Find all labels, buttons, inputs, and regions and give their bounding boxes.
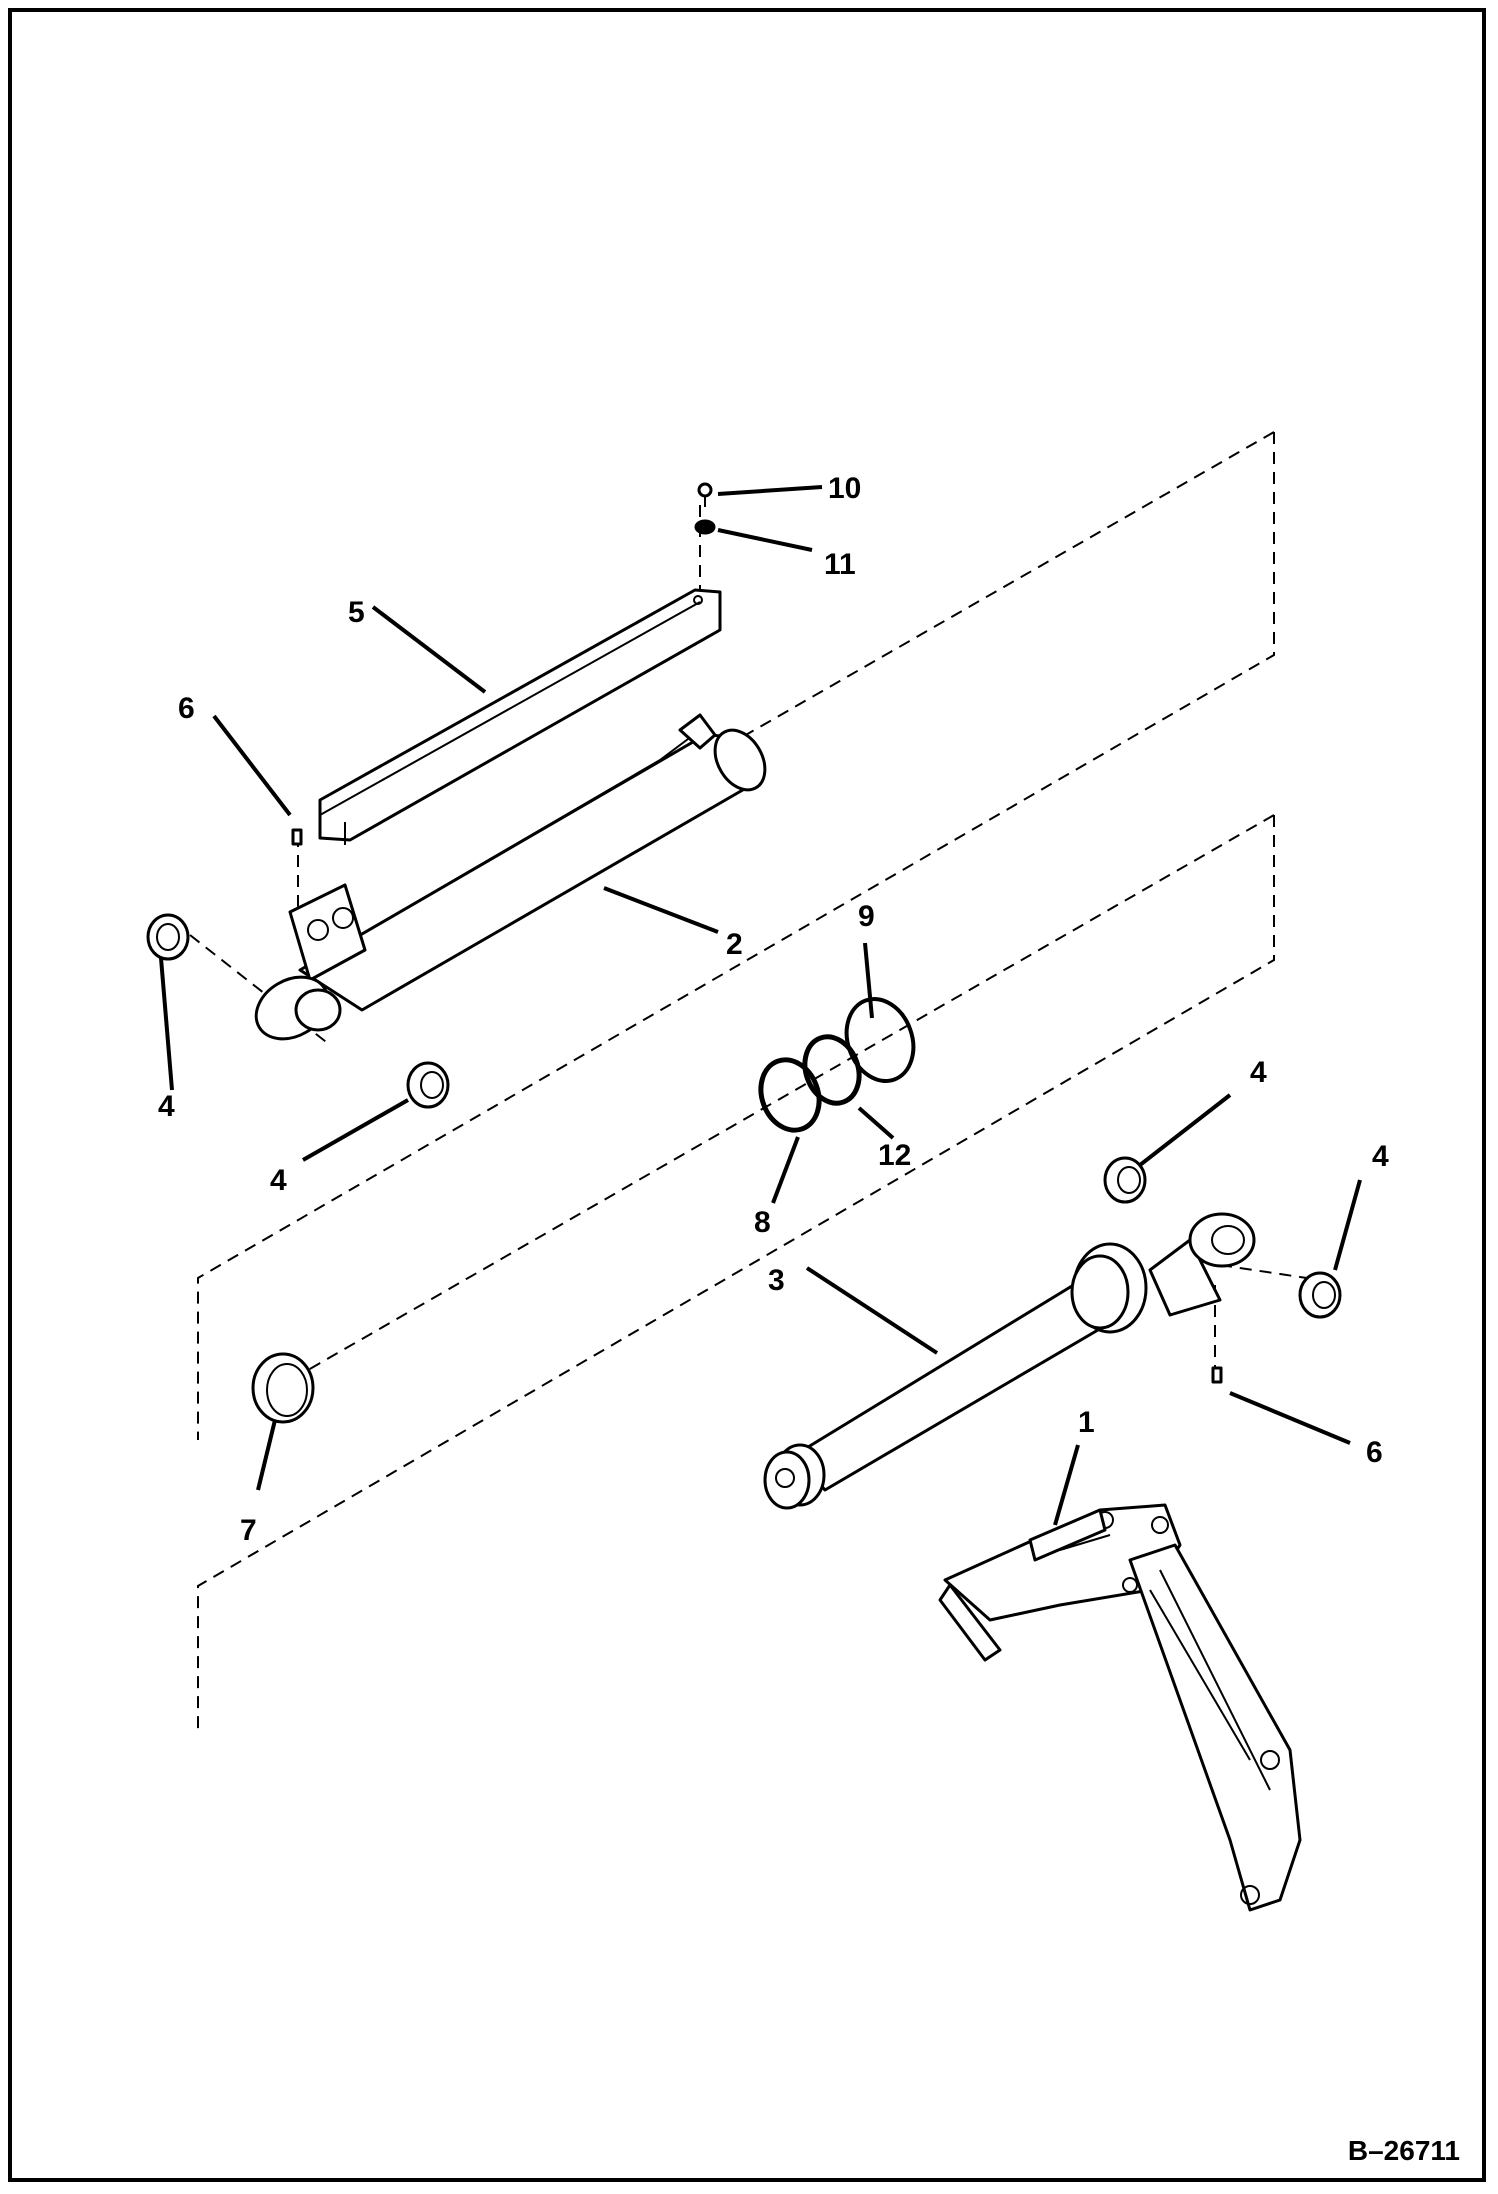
ring-8-part <box>758 1057 822 1133</box>
bolt-part <box>697 482 713 507</box>
guard-channel-part <box>318 588 722 845</box>
callout-1: 1 <box>1078 1406 1095 1439</box>
drawing-frame <box>8 8 1486 2182</box>
callout-4-lower-right: 4 <box>1372 1140 1389 1173</box>
bushing-upper-left-part <box>146 913 190 961</box>
drawing-reference-number: B–26711 <box>1348 2135 1460 2166</box>
grease-fitting-lower-part <box>1211 1366 1223 1384</box>
boom-arm-part <box>938 1503 1302 1912</box>
bushing-lower-right-part <box>1298 1271 1342 1319</box>
callout-12: 12 <box>878 1139 911 1172</box>
rod-gland-part <box>251 1352 315 1424</box>
callout-6-lower: 6 <box>1366 1436 1383 1469</box>
callout-9: 9 <box>858 900 875 933</box>
callout-11: 11 <box>824 548 856 581</box>
bushing-upper-right-part <box>1103 1156 1147 1204</box>
callout-4-upper-right: 4 <box>1250 1056 1267 1089</box>
callout-3: 3 <box>768 1264 785 1297</box>
callouts: 10 11 5 6 2 9 4 4 12 8 4 4 3 6 7 1 <box>158 472 1389 1547</box>
washer-part <box>694 519 716 535</box>
callout-6-upper: 6 <box>178 692 195 725</box>
leader-lines <box>159 485 1362 1526</box>
bushing-lower-left-part <box>406 1061 450 1109</box>
callout-2: 2 <box>726 928 743 961</box>
ring-9-part <box>844 997 916 1083</box>
callout-4-upper-left: 4 <box>158 1090 175 1123</box>
callout-5: 5 <box>348 596 365 629</box>
cylinder-barrel-part <box>254 713 767 1041</box>
callout-8: 8 <box>754 1206 771 1239</box>
callout-10: 10 <box>828 472 861 505</box>
callout-4-lower-left: 4 <box>270 1164 287 1197</box>
callout-7: 7 <box>240 1514 257 1547</box>
grease-fitting-upper-part <box>291 828 303 846</box>
piston-rod-part <box>763 1212 1256 1510</box>
